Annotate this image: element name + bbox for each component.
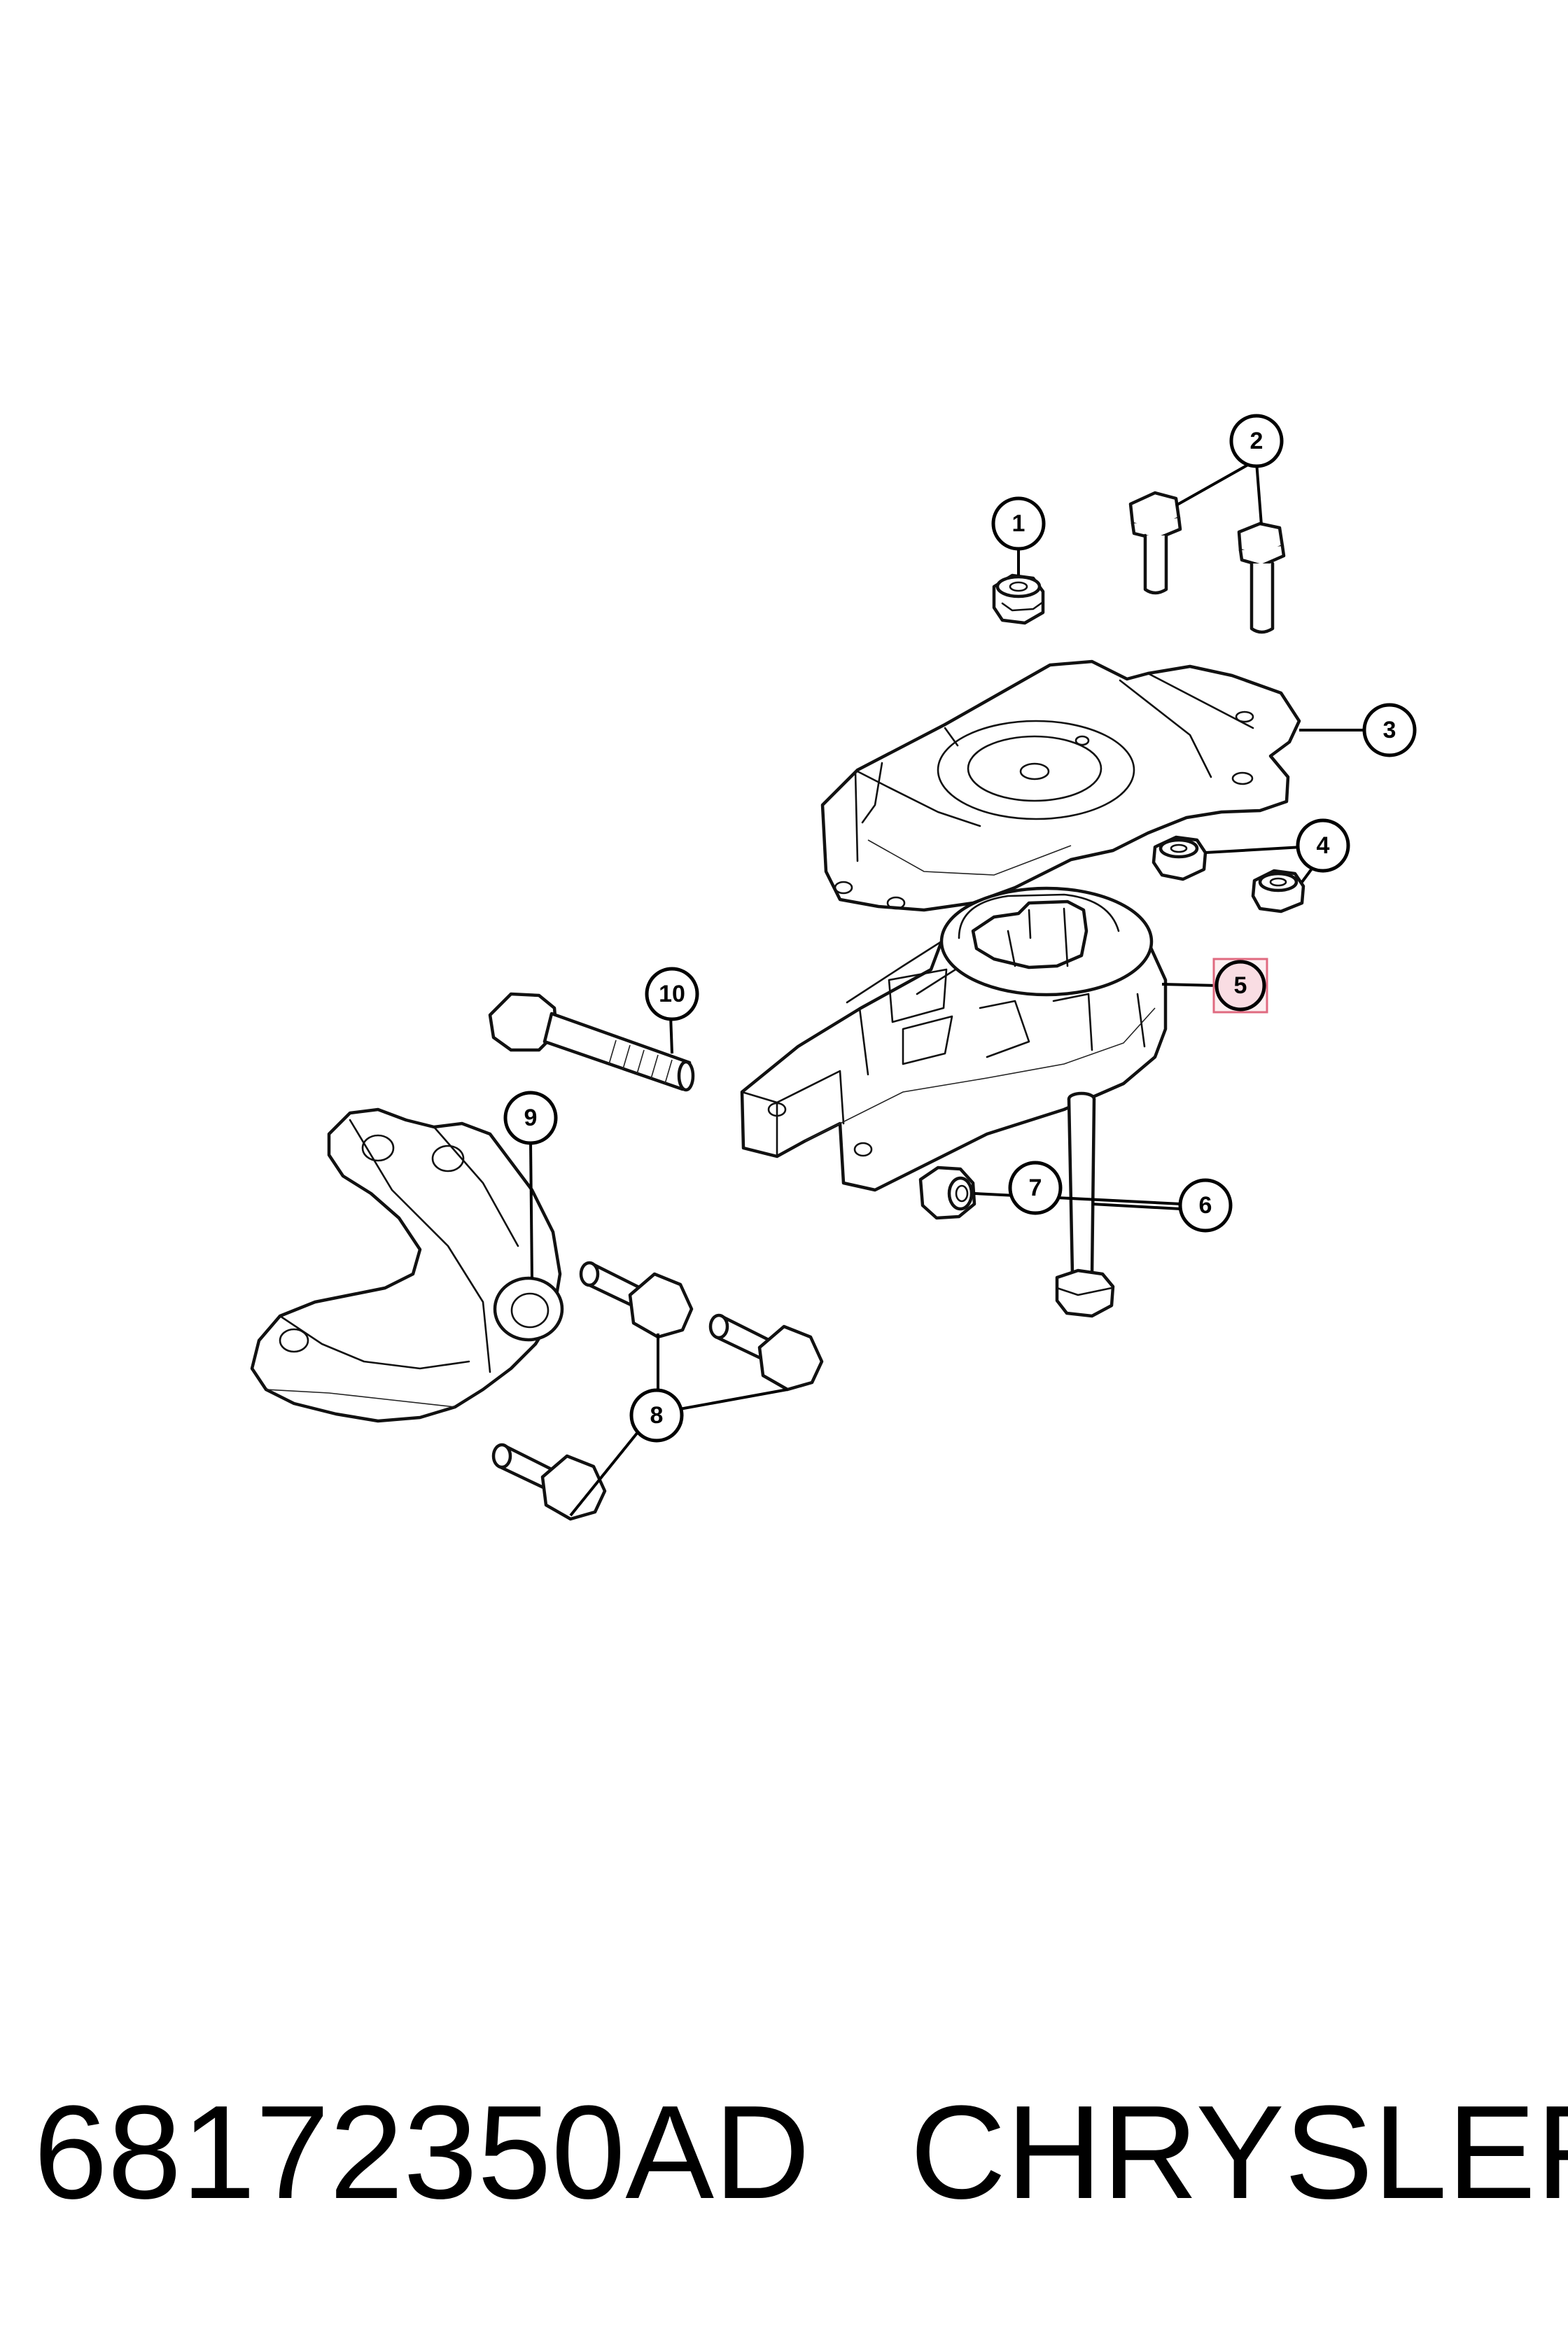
callout-4[interactable]: 4 xyxy=(1296,818,1350,873)
callout-2-label: 2 xyxy=(1250,428,1264,454)
part-3-bracket xyxy=(820,659,1301,912)
part-8-bolts xyxy=(491,1261,824,1521)
part-number: 68172350AD xyxy=(34,2078,811,2227)
callout-10-label: 10 xyxy=(659,981,685,1007)
callout-7-label: 7 xyxy=(1029,1175,1042,1201)
callout-5-highlighted[interactable]: 5 xyxy=(1212,958,1268,1014)
callout-5-label: 5 xyxy=(1234,972,1247,999)
callout-3[interactable]: 3 xyxy=(1362,703,1417,757)
part-4-nuts xyxy=(1152,835,1306,913)
callout-9-label: 9 xyxy=(524,1105,538,1131)
part-6-bolt xyxy=(1055,1091,1115,1318)
brand-name: CHRYSLER xyxy=(910,2078,1568,2227)
callout-9[interactable]: 9 xyxy=(503,1091,558,1145)
part-10-bolt xyxy=(488,992,695,1092)
part-9-bracket xyxy=(250,1107,564,1423)
callout-6[interactable]: 6 xyxy=(1178,1178,1233,1233)
part-7-nut xyxy=(918,1166,976,1220)
callout-8[interactable]: 8 xyxy=(629,1388,684,1443)
callout-10[interactable]: 10 xyxy=(645,967,699,1021)
callout-4-label: 4 xyxy=(1317,832,1330,859)
leader-lines xyxy=(529,461,1365,1517)
callout-6-label: 6 xyxy=(1199,1192,1212,1219)
callout-7[interactable]: 7 xyxy=(1008,1161,1063,1215)
part-1-nut xyxy=(992,573,1045,625)
callout-2[interactable]: 2 xyxy=(1229,414,1284,468)
callout-1[interactable]: 1 xyxy=(991,496,1046,551)
callout-1-label: 1 xyxy=(1012,510,1026,537)
part-5-mount xyxy=(740,886,1168,1192)
callout-8-label: 8 xyxy=(650,1402,664,1429)
callout-3-label: 3 xyxy=(1383,717,1396,743)
